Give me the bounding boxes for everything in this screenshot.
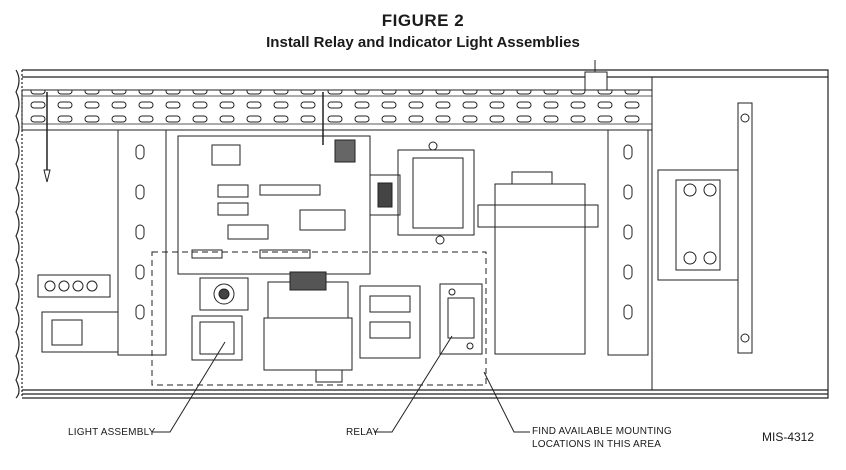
mounting-area [151,251,487,386]
terminal-block [37,274,119,353]
relay [439,283,483,355]
cabinet-frame [15,69,829,399]
figure-title: FIGURE 2 [381,11,465,30]
transformer [369,141,475,245]
relay-callout: RELAY [346,427,380,438]
left-bracket [117,129,649,356]
drawing-number: MIS-4312 [762,430,815,444]
mounting-callout-line2: LOCATIONS IN THIS AREA [532,439,662,450]
mounting-callout-line1: FIND AVAILABLE MOUNTING [532,426,672,437]
figure-subtitle: Install Relay and Indicator Light Assemb… [266,34,580,51]
control-board [177,135,371,275]
capacitor [477,171,599,355]
leader-lines [152,335,530,433]
fan-relay-module [263,271,353,383]
light-assembly-callout: LIGHT ASSEMBLY [68,427,156,438]
top-rail [21,60,653,390]
terminal-strip [359,285,421,359]
light-assembly [191,277,249,361]
contactor [657,102,753,354]
